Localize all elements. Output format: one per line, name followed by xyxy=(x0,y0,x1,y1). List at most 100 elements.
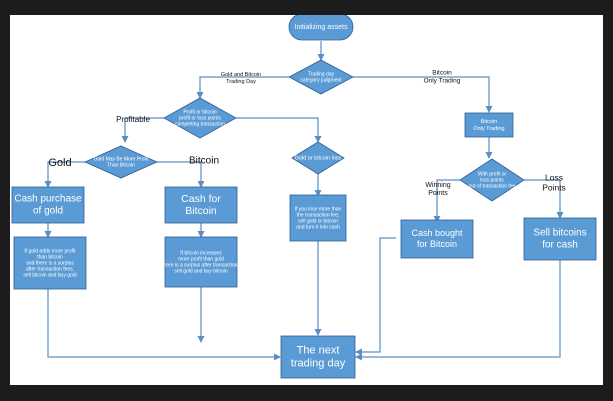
cash-bitcoin-line: Cash for xyxy=(181,193,221,205)
cash-bitcoin-box xyxy=(164,186,238,224)
category-line: category judgment xyxy=(300,77,342,83)
edge-label-gold-line: Gold xyxy=(48,157,71,169)
cash-gold-line: Cash purchase xyxy=(14,194,82,205)
edge-label-loss-points-line: Loss xyxy=(545,172,563,182)
profit-check-line: Profit or bitcoin xyxy=(183,109,217,115)
edge-label-profitable-text: Profitable xyxy=(116,115,150,124)
edge-btc-profit-check-to-cash-bought xyxy=(433,179,460,223)
edge-btc-profit-check-to-sell-bitcoins xyxy=(524,179,564,219)
cash-bought-box xyxy=(400,219,474,259)
gold-surplus-box xyxy=(13,236,87,290)
bitcoin-only-line: Bitcoin xyxy=(481,119,498,125)
bitcoin-only-box xyxy=(464,112,514,138)
edge-category-to-profit-check xyxy=(196,76,289,99)
edge-label-bitcoin-line: Bitcoin xyxy=(189,156,219,167)
category-line: Trading day xyxy=(308,71,335,77)
next-day-box xyxy=(280,335,356,379)
bitcoin-only-line: Only Trading xyxy=(473,126,504,132)
more-profit-line: Than Bitcoin xyxy=(107,162,135,168)
edge-profit-check-to-loss xyxy=(236,117,322,143)
bitcoin-surplus-box xyxy=(164,236,238,288)
edge-label-bitcoin-only-trading-line: Only Trading xyxy=(424,78,461,85)
gold-surplus-line: sell bitcoin and buy gold xyxy=(23,272,77,278)
bitcoin-surplus-line: If bitcoin increases xyxy=(180,250,222,256)
edge-category-to-bitcoin-only xyxy=(353,76,493,113)
bitcoin-surplus-line: sell gold and buy bitcoin xyxy=(174,268,228,274)
edge-cash-bought-to-next-day xyxy=(355,237,396,356)
start-text: Initializing assets xyxy=(295,24,348,31)
bitcoin-surplus-line: and there is a surplus after transaction… xyxy=(152,262,249,268)
cash-bought-line: Cash bought xyxy=(411,228,463,238)
start-terminal xyxy=(288,15,354,41)
edges xyxy=(44,41,564,361)
edge-more-profit-to-cash-bitcoin xyxy=(156,161,205,188)
btc-profit-check-line: out of transaction fee xyxy=(469,183,516,189)
btc-profit-check-diamond xyxy=(459,158,525,202)
edge-more-profit-to-cash-gold xyxy=(44,161,85,188)
loss-rule-box xyxy=(289,194,347,242)
edge-label-gold-bitcoin-day-line: Trading Day xyxy=(226,79,256,85)
loss-rule-line: If you lose more than xyxy=(295,206,342,212)
gold-surplus-line: after transaction fees, xyxy=(26,266,74,272)
profit-check-line: completing transaction xyxy=(175,121,225,127)
gold-bitcoin-loss-text: Gold or bitcoin loss xyxy=(295,155,342,161)
next-day-line: The next xyxy=(297,344,340,356)
edge-sell-bitcoins-to-next-day xyxy=(355,260,561,361)
cash-gold-box xyxy=(11,186,85,224)
edge-label-profitable: Profitable xyxy=(116,115,150,124)
bitcoin-surplus-line: more profit than gold xyxy=(178,256,224,262)
start-line: Initializing assets xyxy=(295,24,348,31)
edge-label-winning-points-line: Points xyxy=(428,190,448,197)
edge-label-gold-text: Gold xyxy=(48,157,71,169)
sell-bitcoins-box xyxy=(523,217,597,261)
node-start: Initializing assets xyxy=(288,15,354,41)
profit-check-diamond xyxy=(163,97,237,139)
sell-bitcoins-line: Sell bitcoins xyxy=(533,228,586,239)
gold-surplus-line: than bitcoin xyxy=(37,254,63,260)
cash-bitcoin-line: Bitcoin xyxy=(185,205,217,217)
edge-label-loss-points-line: Points xyxy=(542,182,566,192)
gold-bitcoin-loss-diamond xyxy=(291,141,345,175)
btc-profit-check-line: With profit or xyxy=(478,171,507,177)
sell-bitcoins-line: for cash xyxy=(542,240,578,251)
next-day-line: trading day xyxy=(291,357,346,369)
cash-bought-line: for Bitcoin xyxy=(417,239,457,249)
gold-surplus-line: If gold adds more profit xyxy=(24,248,76,254)
profit-check-line: profit or loss points xyxy=(179,115,221,121)
edge-gold-surplus-to-next-day xyxy=(47,289,281,361)
loss-rule-line: sell gold or bitcoin xyxy=(298,218,338,224)
cash-gold-line: of gold xyxy=(33,206,63,217)
